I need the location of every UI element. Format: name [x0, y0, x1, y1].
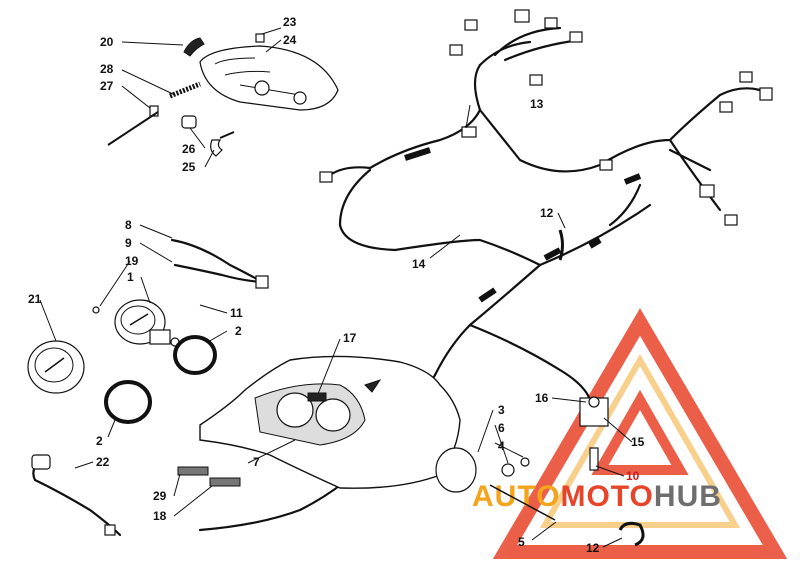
harness-connectors [319, 9, 773, 226]
adjuster-screw [107, 111, 159, 146]
callout-25: 25 [182, 160, 196, 174]
headlight-seal-strip [183, 37, 205, 57]
headlight-bulb-socket-right [293, 91, 307, 105]
tachometer-face [120, 305, 156, 335]
gauge-harness-upper [170, 238, 264, 284]
callout-14: 14 [412, 257, 426, 271]
callout-4: 4 [498, 439, 505, 453]
bulb-wire [219, 131, 235, 139]
callout-20: 20 [100, 35, 114, 49]
callout-10: 10 [626, 469, 640, 483]
indicator-bulb [92, 306, 100, 314]
watermark-text-moto: MOTO [560, 480, 653, 513]
speedometer-socket [31, 454, 51, 470]
callout-24: 24 [283, 33, 297, 47]
gauge-lead [489, 484, 556, 521]
speedometer-needle [44, 357, 65, 373]
callout-17: 17 [343, 331, 357, 345]
harness-main-trunk [338, 168, 542, 267]
headlight-lens-lines [214, 57, 301, 96]
headlight-bulb-socket-left [254, 80, 270, 96]
callout-11: 11 [230, 306, 243, 320]
callout-26: 26 [182, 142, 196, 156]
gauge-harness-lower [173, 263, 262, 284]
callout-19: 19 [125, 254, 139, 268]
watermark-outer-triangle [492, 308, 788, 559]
harness-branch-upper [328, 63, 482, 177]
leader-lines [39, 27, 633, 548]
indicator-lens [307, 392, 327, 402]
harness-to-regulator [468, 323, 592, 402]
fuel-gauge [435, 447, 477, 493]
main-wiring-harness [198, 9, 773, 532]
dash-gauge-hole-right [315, 398, 351, 432]
callout-6: 6 [498, 421, 505, 435]
speedometer [27, 340, 85, 394]
harness-to-dash [433, 263, 542, 377]
callout-labels: 20 23 24 28 27 26 25 13 12 14 8 9 19 1 1… [28, 15, 645, 555]
cable-tie-upper [558, 229, 564, 261]
callout-2-upper: 2 [235, 324, 242, 338]
watermark-text: AUTOMOTOHUB [472, 480, 722, 513]
harness-branch-right-lower [608, 138, 722, 227]
adjuster-nut [149, 105, 159, 117]
harness-trunk-right [538, 203, 652, 267]
speedometer-lead [32, 458, 122, 537]
callout-12-upper: 12 [540, 206, 554, 220]
tachometer-needle [129, 313, 149, 326]
callout-3: 3 [498, 403, 505, 417]
regulator-bolt [589, 447, 599, 471]
watermark-m-shape [591, 389, 689, 475]
callout-22: 22 [96, 455, 110, 469]
headlight-clip [255, 33, 265, 43]
bulb-socket [210, 139, 223, 157]
callout-1: 1 [127, 270, 134, 284]
headlight-housing [199, 45, 339, 111]
washer [501, 463, 515, 477]
gauge-ring-upper [173, 335, 217, 375]
watermark-text-hub: HUB [654, 480, 722, 513]
bulb [181, 115, 197, 129]
callout-21: 21 [28, 292, 42, 306]
watermark-text-auto: AUTO [472, 480, 560, 513]
callout-8: 8 [125, 218, 132, 232]
callout-16: 16 [535, 391, 549, 405]
lock-nut [520, 457, 530, 467]
callout-12-lower: 12 [586, 541, 600, 555]
callout-18: 18 [153, 509, 167, 523]
callout-15: 15 [631, 435, 645, 449]
callout-27: 27 [100, 79, 114, 93]
callout-23: 23 [283, 15, 297, 29]
gauge-harness-connector [255, 275, 269, 289]
callout-29: 29 [153, 489, 167, 503]
gauge-ring-lower [104, 380, 152, 424]
tachometer-body [149, 329, 171, 345]
gauge-assembly [27, 238, 269, 537]
harness-connectors-top [478, 26, 582, 67]
decal-29 [177, 466, 209, 476]
dash-panel [177, 355, 461, 489]
decal-18 [209, 477, 241, 487]
regulator-nut [588, 396, 600, 408]
callout-5: 5 [518, 535, 525, 549]
speedometer-connector [104, 524, 116, 536]
dash-vent [364, 379, 382, 393]
callout-2-lower: 2 [96, 434, 103, 448]
cable-tie-lower [618, 521, 645, 547]
callout-7: 7 [253, 455, 260, 469]
harness-sleeves [404, 147, 642, 303]
callout-13: 13 [530, 97, 544, 111]
callout-28: 28 [100, 62, 114, 76]
callout-9: 9 [125, 236, 132, 250]
regulator-assembly [435, 229, 645, 547]
adjuster-spring [169, 81, 201, 99]
speedometer-face [34, 347, 74, 383]
headlight-assembly [107, 33, 339, 157]
harness-branch-right [478, 87, 762, 173]
dash-gauge-hole-left [276, 392, 314, 428]
